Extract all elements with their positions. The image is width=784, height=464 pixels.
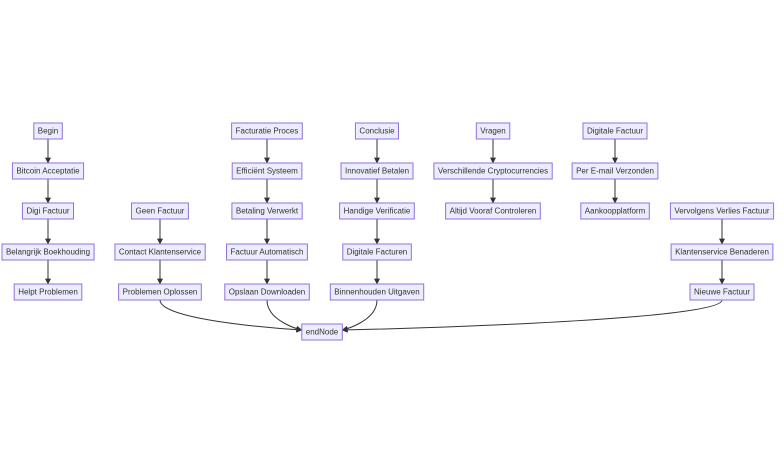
- node-label: Bitcoin Acceptatie: [16, 167, 80, 176]
- node-box: [433, 162, 553, 180]
- node-box: [13, 283, 83, 301]
- node-label: Belangrijk Boekhouding: [6, 248, 90, 257]
- node-box: [670, 243, 774, 261]
- node-box: [329, 283, 425, 301]
- node-label: Digitale Factuur: [587, 127, 643, 136]
- node-label: Problemen Oplossen: [123, 288, 198, 297]
- node-label: Innovatief Betalen: [345, 167, 409, 176]
- node-nieuwe: Nieuwe Factuur: [689, 283, 755, 301]
- node-box: [11, 162, 85, 180]
- node-label: Facturatie Proces: [236, 127, 299, 136]
- node-box: [231, 122, 303, 140]
- node-box: [571, 162, 659, 180]
- node-email: Per E-mail Verzonden: [571, 162, 659, 180]
- node-label: Handige Verificatie: [344, 207, 411, 216]
- node-box: [354, 122, 399, 140]
- node-label: Conclusie: [359, 127, 395, 136]
- node-box: [339, 202, 415, 220]
- node-betaling: Betaling Verwerkt: [231, 202, 303, 220]
- node-klantenservice: Klantenservice Benaderen: [670, 243, 774, 261]
- node-box: [342, 243, 412, 261]
- node-label: Nieuwe Factuur: [694, 288, 750, 297]
- node-oplossen: Problemen Oplossen: [118, 283, 202, 301]
- node-box: [33, 122, 63, 140]
- node-vooraf: Altijd Vooraf Controleren: [445, 202, 541, 220]
- node-handige: Handige Verificatie: [339, 202, 415, 220]
- node-vragen: Vragen: [475, 122, 511, 140]
- node-box: [689, 283, 755, 301]
- node-box: [445, 202, 541, 220]
- node-box: [580, 202, 650, 220]
- node-bitcoin: Bitcoin Acceptatie: [11, 162, 85, 180]
- node-box: [475, 122, 511, 140]
- node-aankoop: Aankoopplatform: [580, 202, 650, 220]
- node-box: [226, 243, 308, 261]
- edge-oplossen-to-end: [159, 299, 303, 333]
- node-digfactuur: Digitale Factuur: [582, 122, 648, 140]
- node-boekhouding: Belangrijk Boekhouding: [1, 243, 95, 261]
- node-box: [1, 243, 95, 261]
- node-label: Binnenhouden Uitgaven: [334, 288, 419, 297]
- node-helpt: Helpt Problemen: [13, 283, 83, 301]
- edges-layer: [45, 139, 725, 333]
- node-box: [131, 202, 189, 220]
- node-label: Helpt Problemen: [18, 288, 78, 297]
- node-label: Altijd Vooraf Controleren: [450, 207, 537, 216]
- node-label: Begin: [38, 127, 58, 136]
- node-label: Opslaan Downloaden: [229, 288, 306, 297]
- node-label: Factuur Automatisch: [231, 248, 304, 257]
- node-label: Digi Factuur: [26, 207, 69, 216]
- node-crypto: Verschillende Cryptocurrencies: [433, 162, 553, 180]
- node-box: [231, 162, 303, 180]
- edge-opslaan-to-end: [266, 299, 303, 332]
- node-box: [301, 323, 343, 341]
- node-facturatie: Facturatie Proces: [231, 122, 303, 140]
- node-box: [582, 122, 648, 140]
- node-verlies: Vervolgens Verlies Factuur: [669, 202, 775, 220]
- node-automatisch: Factuur Automatisch: [226, 243, 308, 261]
- node-label: Geen Factuur: [136, 207, 185, 216]
- node-contact: Contact Klantenservice: [114, 243, 206, 261]
- node-label: Verschillende Cryptocurrencies: [438, 167, 548, 176]
- node-label: Contact Klantenservice: [119, 248, 202, 257]
- node-label: Per E-mail Verzonden: [576, 167, 654, 176]
- edge-nieuwe-to-end: [341, 299, 723, 333]
- node-box: [21, 202, 74, 220]
- node-box: [114, 243, 206, 261]
- node-geen: Geen Factuur: [131, 202, 189, 220]
- node-label: Klantenservice Benaderen: [675, 248, 769, 257]
- node-begin: Begin: [33, 122, 63, 140]
- node-digi: Digi Factuur: [21, 202, 74, 220]
- node-box: [669, 202, 775, 220]
- node-label: Efficiënt Systeem: [236, 167, 298, 176]
- node-digitale: Digitale Facturen: [342, 243, 412, 261]
- node-efficient: Efficiënt Systeem: [231, 162, 303, 180]
- node-box: [224, 283, 310, 301]
- node-label: endNode: [306, 328, 339, 337]
- node-box: [340, 162, 414, 180]
- edge-binnenhouden-to-end: [341, 299, 378, 332]
- node-innovatief: Innovatief Betalen: [340, 162, 414, 180]
- node-label: Vervolgens Verlies Factuur: [674, 207, 769, 216]
- node-box: [118, 283, 202, 301]
- node-binnenhouden: Binnenhouden Uitgaven: [329, 283, 425, 301]
- node-label: Vragen: [480, 127, 506, 136]
- node-opslaan: Opslaan Downloaden: [224, 283, 310, 301]
- node-end: endNode: [301, 323, 343, 341]
- node-box: [231, 202, 303, 220]
- node-label: Aankoopplatform: [585, 207, 646, 216]
- node-label: Betaling Verwerkt: [236, 207, 299, 216]
- node-conclusie: Conclusie: [354, 122, 399, 140]
- node-label: Digitale Facturen: [347, 248, 407, 257]
